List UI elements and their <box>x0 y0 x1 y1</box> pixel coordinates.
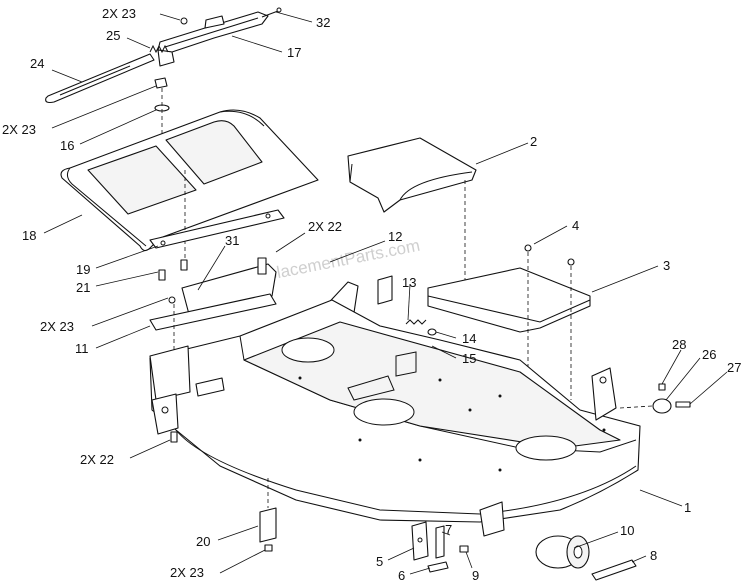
part-19-plate <box>149 209 285 249</box>
part-11-plate <box>149 293 277 331</box>
part-18-deflector-shield <box>60 109 319 252</box>
part-6-bolt <box>427 561 449 573</box>
part-14-washer <box>427 328 437 336</box>
part-23-nut-upper <box>154 77 168 89</box>
part-21-bolts <box>158 259 188 281</box>
callout-14: 14 <box>462 331 476 346</box>
callout-9: 9 <box>472 568 479 583</box>
callout-5: 5 <box>376 554 383 569</box>
callout-28: 28 <box>672 337 686 352</box>
leader-lines <box>43 11 728 575</box>
part-23-nut-bottom <box>264 544 273 552</box>
part-1-mower-deck <box>149 299 641 523</box>
callout-2x23-left: 2X 23 <box>2 122 36 137</box>
part-28-nut <box>658 383 666 391</box>
part-8-axle-bolt <box>591 559 637 581</box>
callout-12: 12 <box>388 229 402 244</box>
callout-31: 31 <box>225 233 239 248</box>
part-13-spring <box>405 319 427 325</box>
callout-24: 24 <box>30 56 44 71</box>
part-24-lift-rod <box>45 53 155 104</box>
callout-17: 17 <box>287 45 301 60</box>
callout-32: 32 <box>316 15 330 30</box>
callout-15: 15 <box>462 351 476 366</box>
part-9-nut <box>459 545 469 553</box>
callout-1: 1 <box>684 500 691 515</box>
callout-18: 18 <box>22 228 36 243</box>
part-7-spacer <box>435 525 445 559</box>
callout-3: 3 <box>663 258 670 273</box>
part-2-belt-cover <box>347 137 477 213</box>
deck-left-brackets <box>149 345 225 435</box>
callout-25: 25 <box>106 28 120 43</box>
callout-2x22-mid: 2X 22 <box>308 219 342 234</box>
callout-10: 10 <box>620 523 634 538</box>
callout-2: 2 <box>530 134 537 149</box>
callout-7: 7 <box>445 522 452 537</box>
part-10-roller-wheel <box>479 501 590 569</box>
callout-2x22-low: 2X 22 <box>80 452 114 467</box>
callout-labels: 2X 23 32 25 17 24 2X 23 16 18 2 4 2X 22 … <box>2 6 741 583</box>
callout-2x23-mid: 2X 23 <box>40 319 74 334</box>
callout-16: 16 <box>60 138 74 153</box>
part-3-pulley-cover <box>427 267 591 333</box>
callout-20: 20 <box>196 534 210 549</box>
callout-11: 11 <box>75 341 89 356</box>
callout-13: 13 <box>402 275 416 290</box>
callout-26: 26 <box>702 347 716 362</box>
callout-8: 8 <box>650 548 657 563</box>
callout-4: 4 <box>572 218 579 233</box>
part-17-lift-bracket <box>157 11 269 67</box>
part-27-bolt <box>675 401 691 408</box>
callout-21: 21 <box>76 280 90 295</box>
part-25-spring <box>149 44 169 54</box>
callout-2x23-bot: 2X 23 <box>170 565 204 580</box>
callout-6: 6 <box>398 568 405 583</box>
deck-right-bracket <box>591 367 617 421</box>
callout-2x23-top: 2X 23 <box>102 6 136 21</box>
part-26-bushing <box>652 398 672 414</box>
part-22-bolt-left <box>170 431 178 443</box>
part-20-bracket <box>259 507 277 543</box>
part-4-screws <box>524 244 575 266</box>
callout-27: 27 <box>727 360 741 375</box>
part-32-pin <box>261 7 282 18</box>
part-5-bracket <box>411 521 429 561</box>
callout-19: 19 <box>76 262 90 277</box>
